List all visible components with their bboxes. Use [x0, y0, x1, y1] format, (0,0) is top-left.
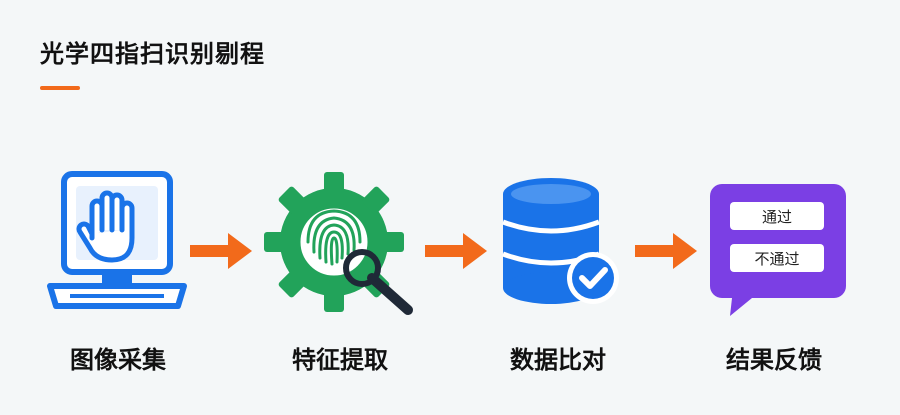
gear-fingerprint-magnifier-icon — [264, 172, 413, 315]
result-pass: 通过 — [730, 202, 824, 230]
hand-scanner-monitor-icon — [47, 171, 187, 309]
arrow-right-icon — [425, 233, 487, 269]
step-result-feedback: 通过 不通过 — [708, 180, 848, 324]
title-underline — [40, 86, 80, 90]
arrow-right-icon — [190, 233, 252, 269]
step-label-result-feedback: 结果反馈 — [726, 346, 822, 374]
step-label-image-capture: 图像采集 — [70, 346, 166, 374]
step-image-capture — [40, 168, 190, 322]
database-check-icon — [502, 178, 619, 304]
arrow-right-icon — [635, 233, 697, 269]
result-fail: 不通过 — [730, 244, 824, 272]
page-title: 光学四指扫识别剔程 — [40, 40, 265, 68]
step-label-data-comparison: 数据比对 — [510, 346, 606, 374]
step-feature-extraction — [262, 170, 422, 324]
step-label-feature-extraction: 特征提取 — [292, 346, 388, 374]
step-data-comparison — [495, 174, 625, 318]
